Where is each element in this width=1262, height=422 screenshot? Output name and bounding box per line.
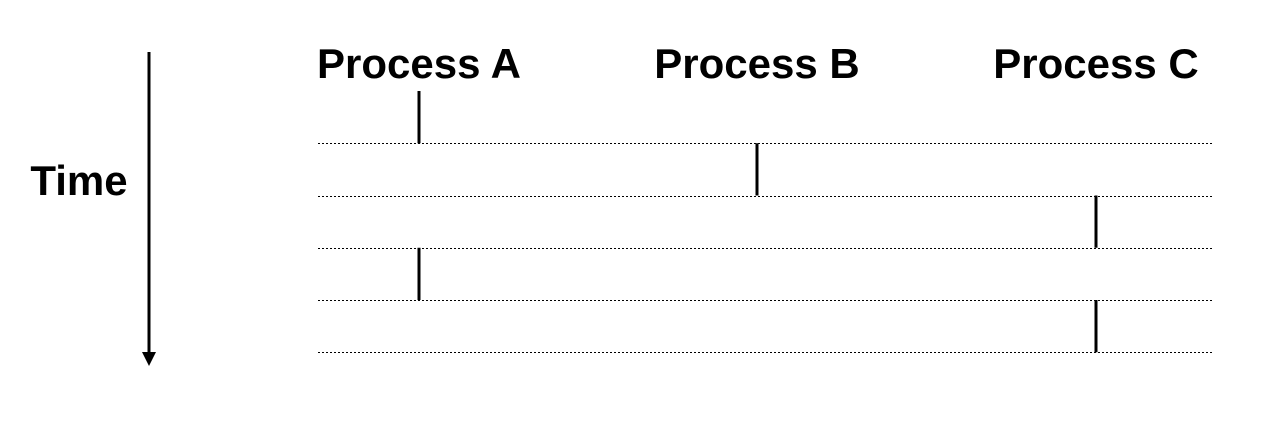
process-header-c: Process C <box>993 40 1198 87</box>
process-header-a: Process A <box>317 40 521 87</box>
time-label: Time <box>30 157 127 204</box>
time-arrow-head-icon <box>142 352 156 366</box>
process-header-b: Process B <box>654 40 859 87</box>
